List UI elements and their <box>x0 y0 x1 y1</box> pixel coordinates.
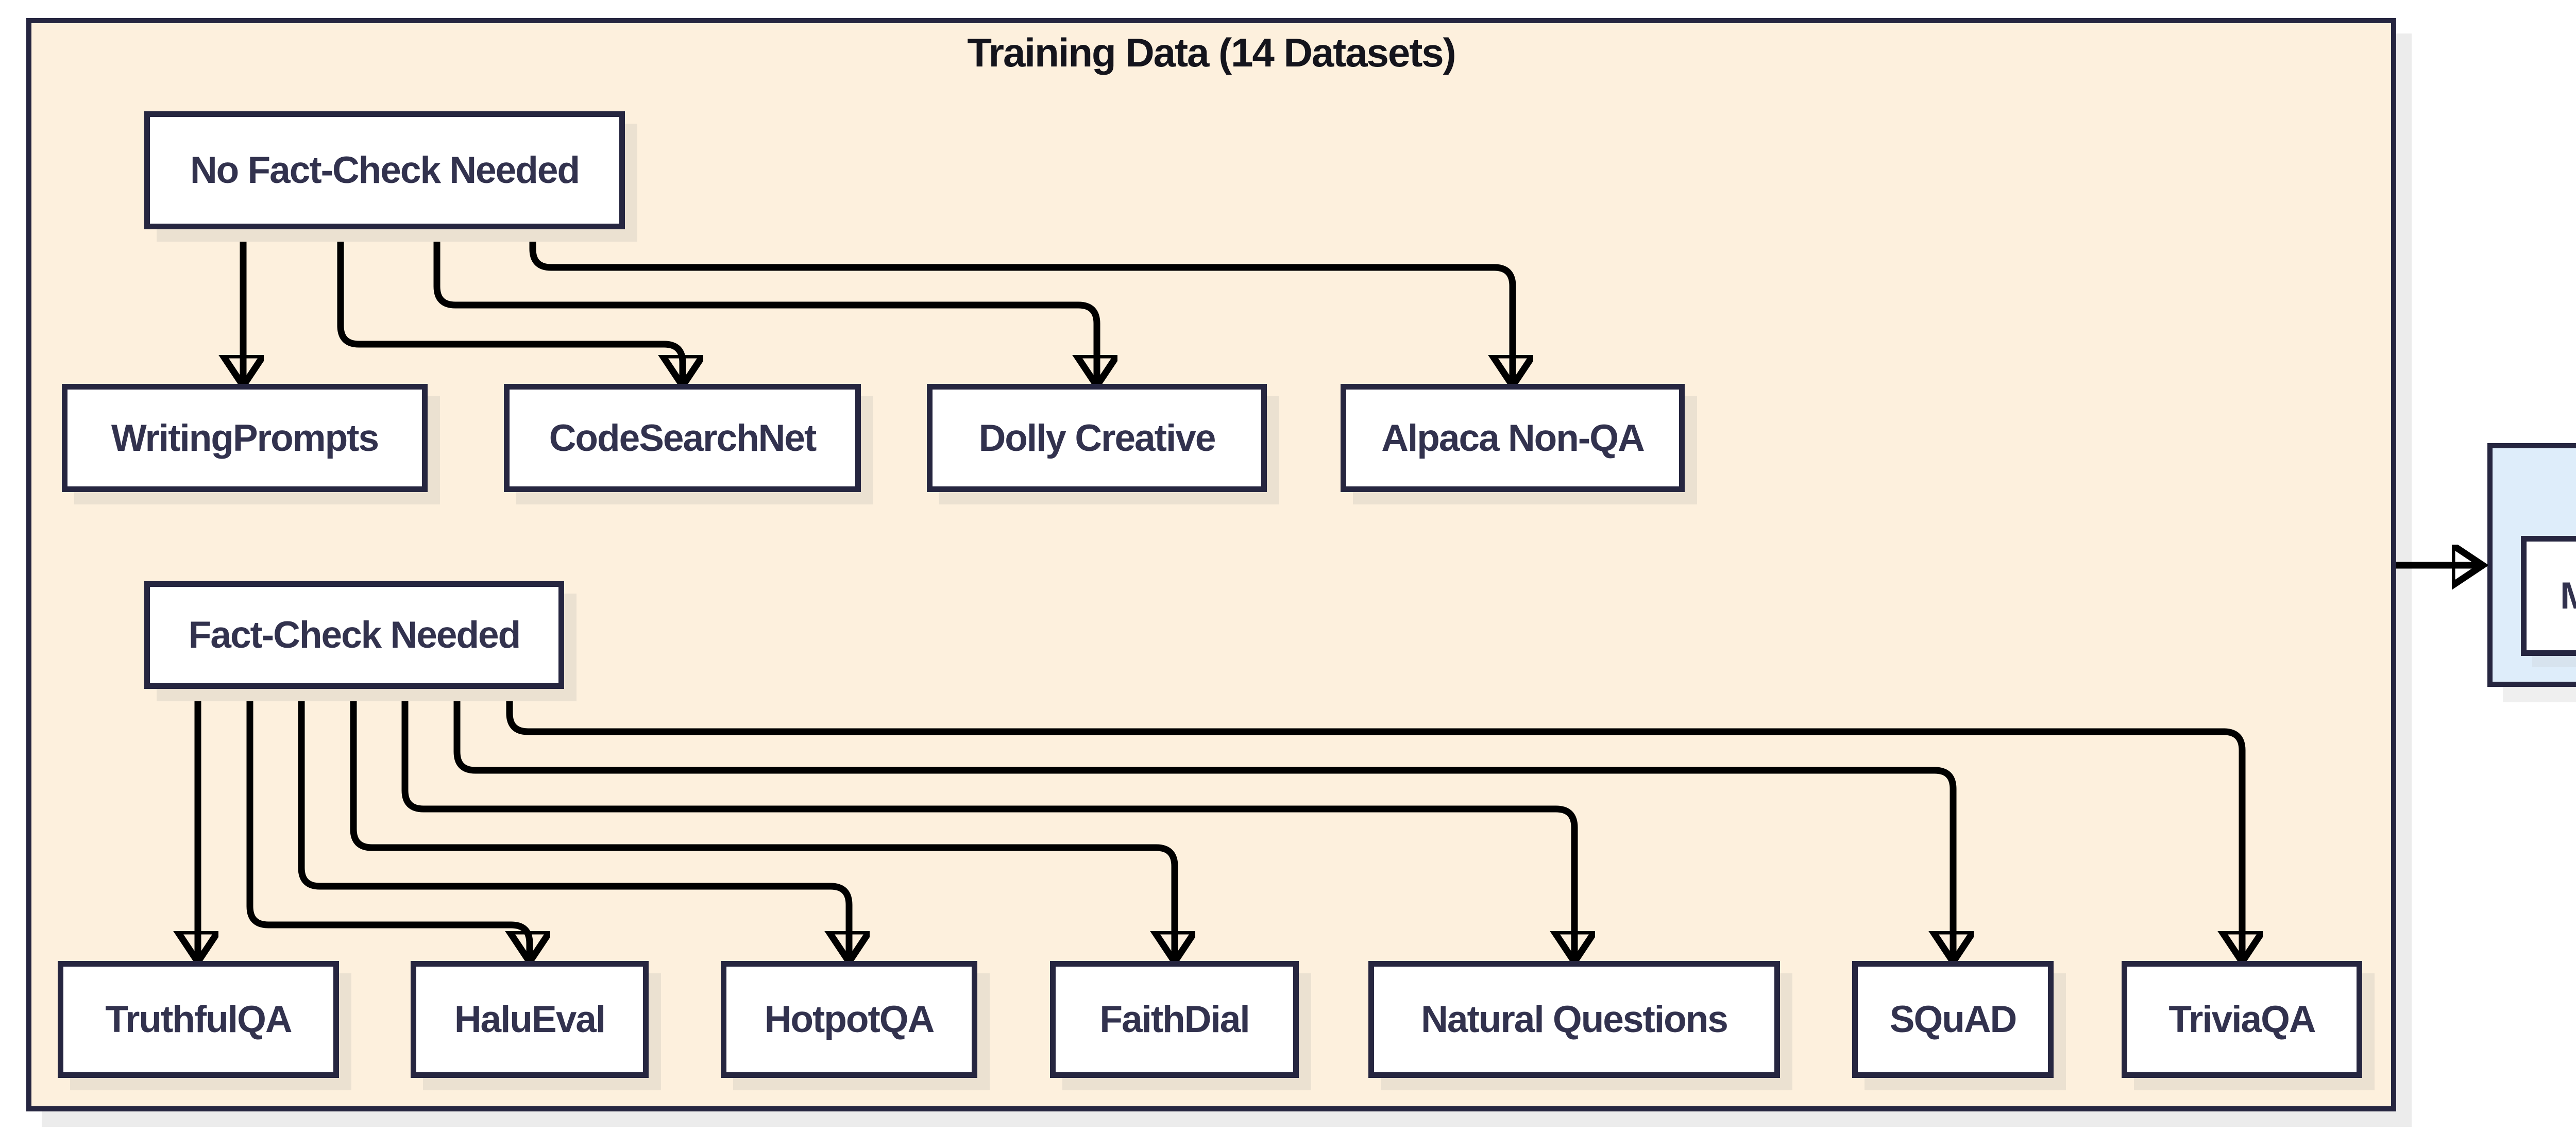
node-faithdial: FaithDial <box>1050 961 1299 1078</box>
training-data-group-title: Training Data (14 Datasets) <box>967 30 1456 75</box>
node-alpaca-non-qa: Alpaca Non-QA <box>1341 384 1685 492</box>
node-label: WritingPrompts <box>111 417 379 459</box>
node-dolly-creative: Dolly Creative <box>927 384 1267 492</box>
node-no-fact-check-needed: No Fact-Check Needed <box>144 111 625 229</box>
node-label: HaluEval <box>454 999 606 1040</box>
node-label: Natural Questions <box>1421 999 1728 1040</box>
node-triviaqa: TriviaQA <box>2122 961 2362 1078</box>
node-label: TruthfulQA <box>105 999 292 1040</box>
node-modernbert-base: ModernBERT Base <box>2521 536 2576 656</box>
node-codesearchnet: CodeSearchNet <box>504 384 861 492</box>
node-writingprompts: WritingPrompts <box>62 384 428 492</box>
node-truthfulqa: TruthfulQA <box>58 961 339 1078</box>
node-label: Alpaca Non-QA <box>1381 417 1645 459</box>
halugate-sentinel-group-title: HaluGate Sentinel <box>2493 454 2576 501</box>
node-label: SQuAD <box>1889 999 2017 1040</box>
node-halueval: HaluEval <box>411 961 649 1078</box>
node-natural-questions: Natural Questions <box>1368 961 1780 1078</box>
node-label: HotpotQA <box>764 999 935 1040</box>
node-label: TriviaQA <box>2168 999 2316 1040</box>
node-label: Fact-Check Needed <box>188 614 521 656</box>
node-label: Dolly Creative <box>978 417 1216 459</box>
node-fact-check-needed: Fact-Check Needed <box>144 581 564 689</box>
node-squad: SQuAD <box>1852 961 2054 1078</box>
node-label: CodeSearchNet <box>549 417 817 459</box>
node-label: ModernBERT Base <box>2560 575 2576 617</box>
node-label: No Fact-Check Needed <box>190 149 580 191</box>
node-hotpotqa: HotpotQA <box>721 961 977 1078</box>
node-label: FaithDial <box>1099 999 1250 1040</box>
